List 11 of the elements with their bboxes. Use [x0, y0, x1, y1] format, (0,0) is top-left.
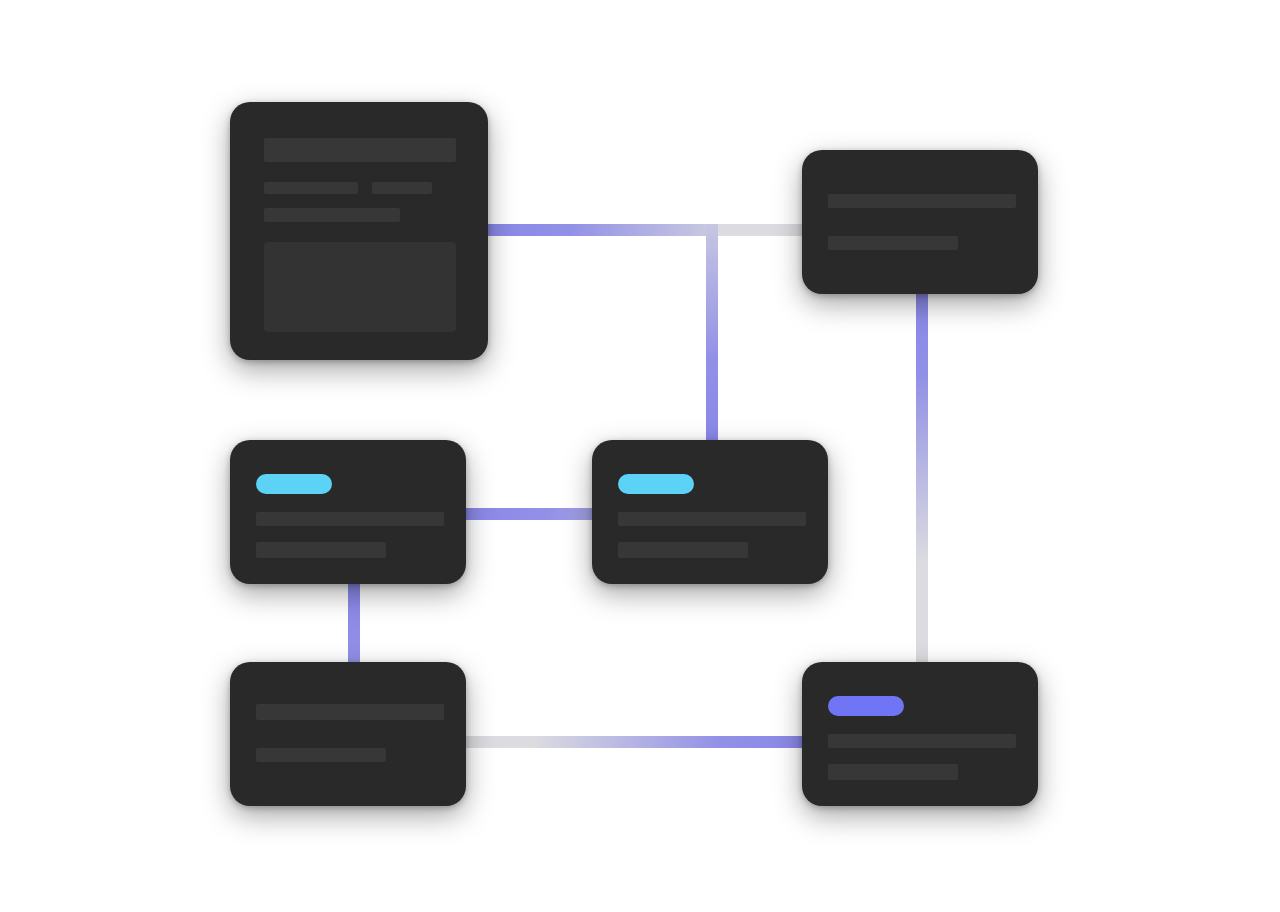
- card: [230, 662, 466, 806]
- card: [802, 150, 1038, 294]
- card: [230, 440, 466, 584]
- connector-line: [916, 294, 928, 662]
- card: [230, 102, 488, 360]
- connector-line: [466, 508, 592, 520]
- connector-line: [706, 224, 718, 440]
- connector-line: [466, 736, 802, 748]
- connector-line: [348, 584, 360, 662]
- card: [802, 662, 1038, 806]
- card: [592, 440, 828, 584]
